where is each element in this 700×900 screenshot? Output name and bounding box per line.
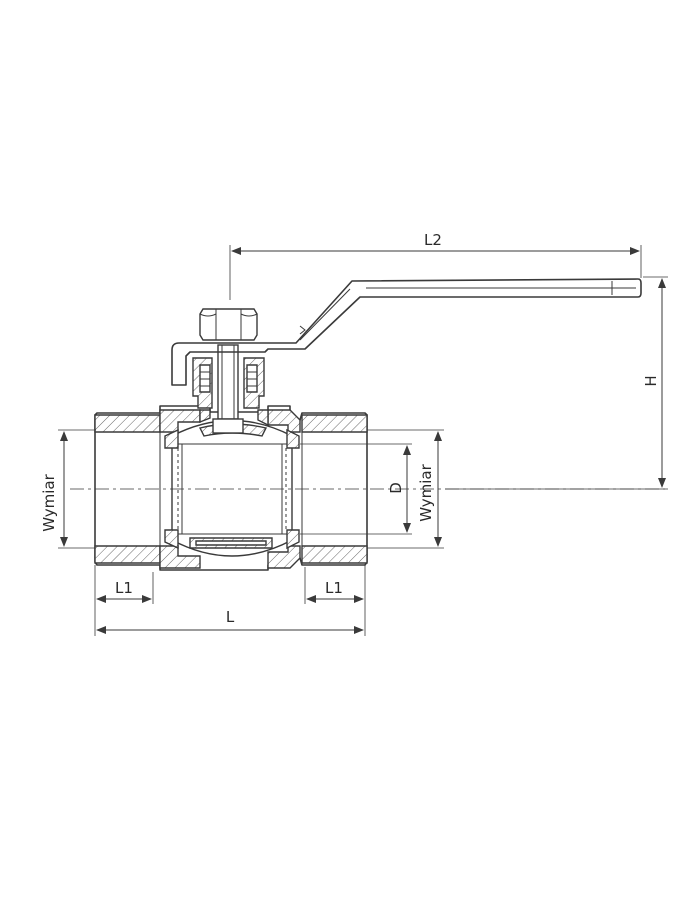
- label-l1-right: L1: [325, 579, 343, 597]
- label-l2: L2: [424, 231, 442, 249]
- label-wymiar-left: Wymiar: [40, 473, 58, 531]
- dimension-wymiar-left: Wymiar: [40, 429, 96, 549]
- dimension-l1-left: L1: [94, 565, 154, 636]
- label-d: D: [387, 482, 405, 494]
- body-shoulder-bottom: [267, 545, 301, 569]
- label-l1-left: L1: [115, 579, 133, 597]
- ball: [164, 419, 300, 557]
- left-end-wall-top: [94, 414, 161, 433]
- dimension-l1-right: L1: [304, 565, 366, 636]
- dimension-l2: L2: [229, 231, 642, 300]
- right-end-wall-top: [301, 414, 368, 433]
- dimension-h: H: [445, 276, 668, 490]
- label-h: H: [642, 375, 660, 386]
- label-l: L: [226, 608, 235, 626]
- body-shoulder-top: [267, 409, 301, 433]
- dimension-d: D: [300, 443, 412, 535]
- dimension-wymiar-right: Wymiar: [367, 429, 444, 549]
- dimension-l: L: [96, 608, 364, 634]
- valve-body: [94, 405, 368, 571]
- stem: [192, 344, 265, 434]
- hex-nut: [199, 308, 258, 341]
- left-end-wall-bottom: [94, 545, 161, 564]
- right-end-wall-bottom: [301, 545, 368, 564]
- handle-lever: [171, 278, 642, 386]
- label-wymiar-right: Wymiar: [417, 463, 435, 521]
